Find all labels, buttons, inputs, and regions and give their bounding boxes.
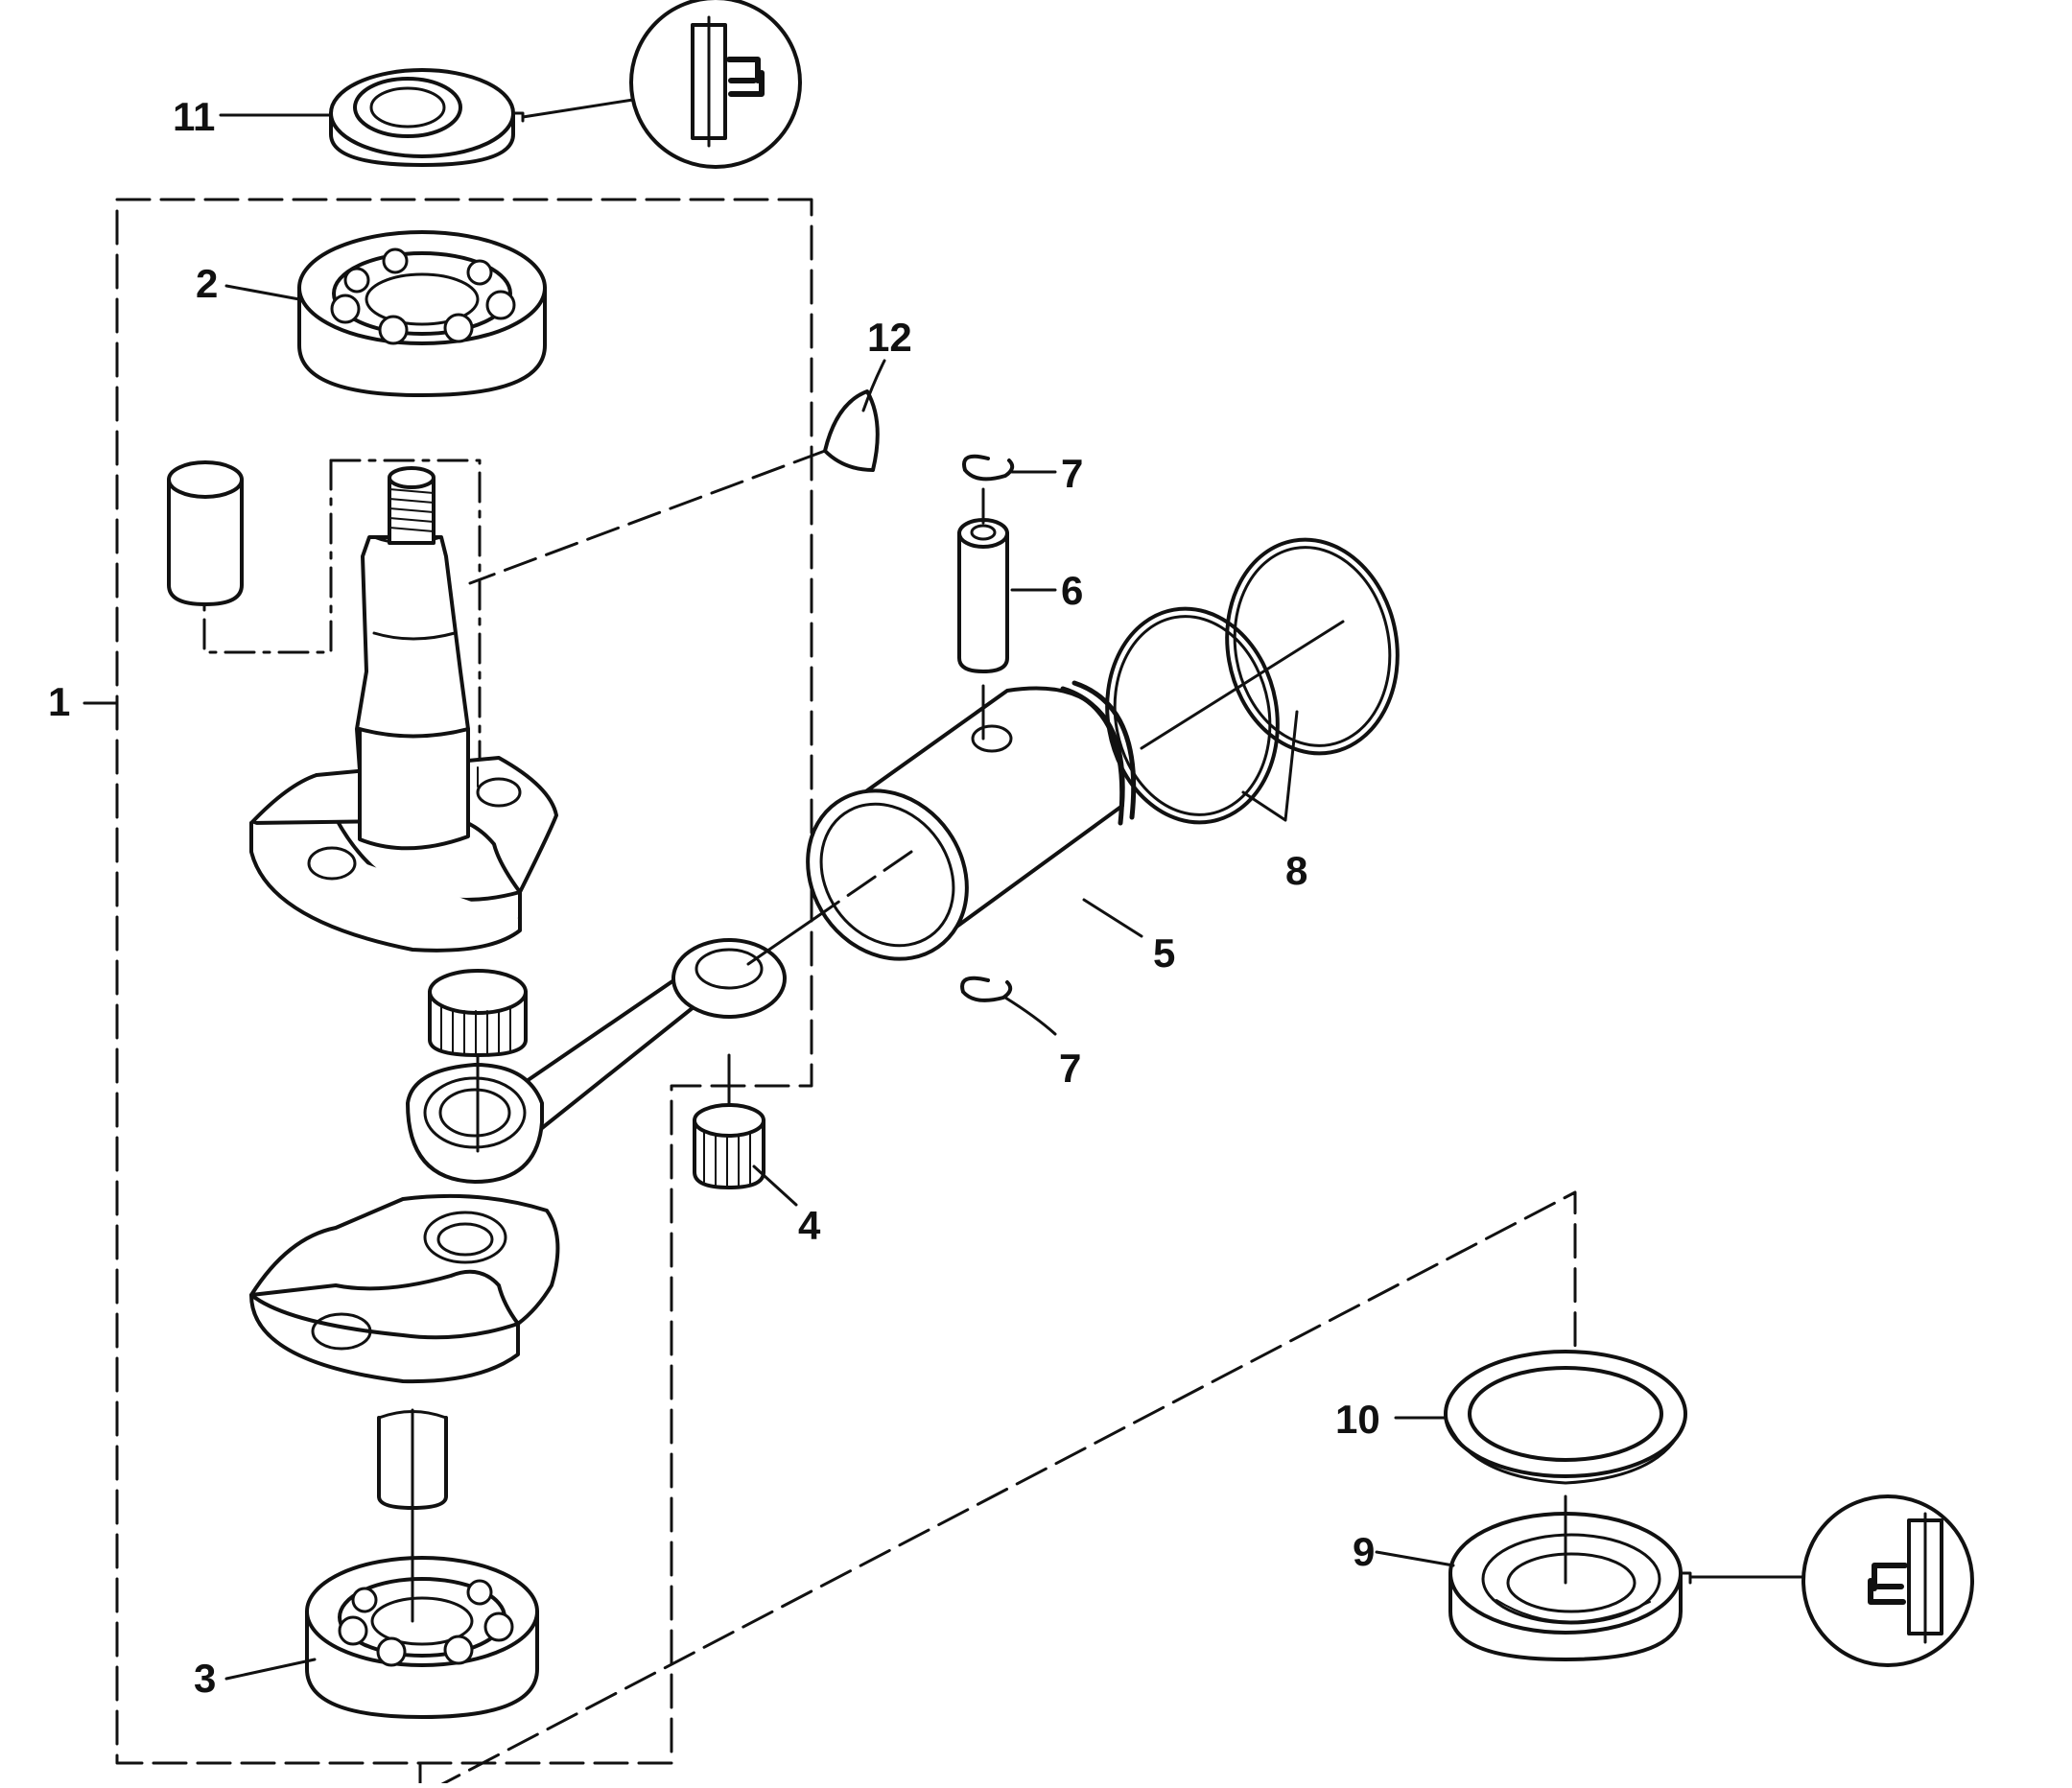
- piston: [746, 680, 1137, 966]
- callout-11: 11: [173, 94, 215, 139]
- callout-12: 12: [867, 315, 912, 360]
- needle-bearing-small: [693, 1053, 765, 1189]
- callout-4: 4: [798, 1203, 821, 1248]
- assembly-bracket: [115, 198, 813, 1765]
- callout-3: 3: [194, 1656, 216, 1701]
- callout-8: 8: [1285, 848, 1307, 893]
- leader-lines: [82, 113, 1455, 1681]
- callout-9: 9: [1353, 1529, 1375, 1574]
- piston-rings: [1105, 537, 1400, 825]
- seal-bottom: [1448, 1494, 1692, 1661]
- circlip-top: [962, 454, 1015, 482]
- thrust-washer: [1444, 1350, 1687, 1485]
- callout-7-top: 7: [1061, 451, 1083, 496]
- callout-5: 5: [1153, 930, 1175, 976]
- callout-2: 2: [196, 261, 218, 306]
- needle-bearing-crankpin: [428, 969, 528, 1057]
- woodruff-key: [468, 389, 880, 585]
- crankshaft-lower: [249, 1193, 560, 1510]
- connecting-rod: [406, 938, 787, 1184]
- crankshaft-upper: [167, 459, 558, 953]
- seal-detail-magnifier-top: [521, 0, 802, 169]
- callouts: 1 2 3 4 5 6 7 7 8 9 10 11 12: [48, 94, 1380, 1701]
- circlip-bottom: [960, 976, 1013, 1002]
- bearing-bottom: [305, 1506, 539, 1719]
- callout-6: 6: [1061, 568, 1083, 613]
- piston-pin: [957, 487, 1009, 741]
- callout-7-bottom: 7: [1059, 1046, 1081, 1091]
- alignment-line-lower: [418, 1190, 1577, 1788]
- callout-1: 1: [48, 679, 70, 724]
- callout-10: 10: [1335, 1397, 1380, 1442]
- bearing-top: [297, 230, 547, 397]
- seal-top: [329, 68, 525, 167]
- seal-detail-magnifier-bottom: [1688, 1494, 1974, 1667]
